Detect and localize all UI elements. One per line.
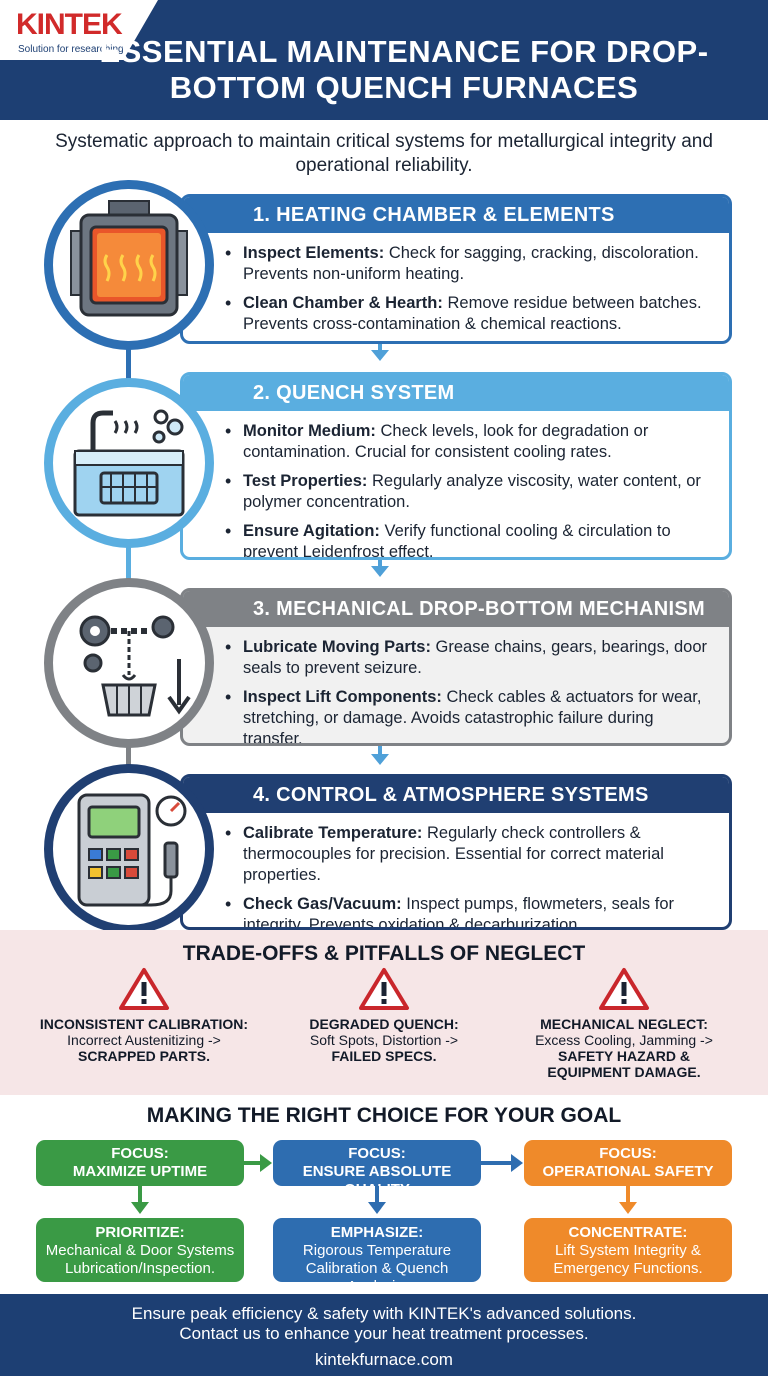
warning-icon bbox=[359, 968, 409, 1010]
furnace-chamber-icon bbox=[44, 180, 214, 350]
section-title: 3. MECHANICAL DROP-BOTTOM MECHANISM bbox=[183, 591, 729, 627]
timeline-line-1 bbox=[126, 330, 131, 390]
website-link[interactable]: kintekfurnace.com bbox=[315, 1350, 453, 1369]
quench-tank-icon bbox=[44, 378, 214, 548]
timeline-line-2 bbox=[126, 538, 131, 588]
section-mechanical-mechanism: 3. MECHANICAL DROP-BOTTOM MECHANISM Lubr… bbox=[180, 588, 732, 746]
intro-text: Systematic approach to maintain critical… bbox=[55, 131, 713, 176]
section-title: 4. CONTROL & ATMOSPHERE SYSTEMS bbox=[183, 777, 729, 813]
tradeoffs-section: TRADE-OFFS & PITFALLS OF NEGLECT INCONSI… bbox=[0, 930, 768, 1095]
timeline-line-3 bbox=[126, 742, 131, 782]
section-heating-chamber: 1. HEATING CHAMBER & ELEMENTS Inspect El… bbox=[180, 194, 732, 344]
bullet-item: Calibrate Temperature: Regularly check c… bbox=[225, 823, 713, 886]
control-panel-icon bbox=[44, 764, 214, 934]
gears-basket-icon bbox=[44, 578, 214, 748]
brand-logo[interactable]: KINTEK Solution for researching bbox=[0, 0, 158, 60]
bullet-item: Lubricate Moving Parts: Grease chains, g… bbox=[225, 637, 713, 679]
section-title: 2. QUENCH SYSTEM bbox=[183, 375, 729, 411]
concentrate-box: CONCENTRATE: Lift System Integrity & Eme… bbox=[524, 1218, 732, 1282]
prioritize-box: PRIORITIZE: Mechanical & Door Systems Lu… bbox=[36, 1218, 244, 1282]
tradeoffs-title: TRADE-OFFS & PITFALLS OF NEGLECT bbox=[182, 942, 586, 965]
bullet-item: Test Properties: Regularly analyze visco… bbox=[225, 471, 713, 513]
footer-line-2: Contact us to enhance your heat treatmen… bbox=[179, 1324, 589, 1343]
flow-arrow-icon bbox=[371, 566, 389, 577]
brand-name: KINTEK bbox=[16, 8, 123, 41]
arrow-right-icon bbox=[260, 1154, 272, 1172]
section-control-atmosphere: 4. CONTROL & ATMOSPHERE SYSTEMS Calibrat… bbox=[180, 774, 732, 930]
emphasize-box: EMPHASIZE: Rigorous Temperature Calibrat… bbox=[273, 1218, 481, 1295]
footer: Ensure peak efficiency & safety with KIN… bbox=[0, 1294, 768, 1376]
brand-tagline: Solution for researching bbox=[18, 44, 124, 55]
page-title: ESSENTIAL MAINTENANCE FOR DROP-BOTTOM QU… bbox=[99, 34, 709, 105]
bullet-item: Inspect Elements: Check for sagging, cra… bbox=[225, 243, 713, 285]
focus-quality-box: FOCUS: ENSURE ABSOLUTE QUALITY bbox=[273, 1140, 481, 1198]
bullet-item: Ensure Agitation: Verify functional cool… bbox=[225, 521, 713, 557]
arrow-down-icon bbox=[131, 1202, 149, 1214]
flow-arrow-icon bbox=[371, 754, 389, 765]
arrow-right-icon bbox=[511, 1154, 523, 1172]
arrow-down-icon bbox=[619, 1202, 637, 1214]
arrow-down-icon bbox=[368, 1202, 386, 1214]
tradeoff-item: DEGRADED QUENCH: Soft Spots, Distortion … bbox=[264, 966, 504, 1064]
flow-arrow-icon bbox=[371, 350, 389, 361]
tradeoff-item: MECHANICAL NEGLECT: Excess Cooling, Jamm… bbox=[504, 966, 744, 1080]
choice-title: MAKING THE RIGHT CHOICE FOR YOUR GOAL bbox=[146, 1104, 622, 1127]
tradeoff-item: INCONSISTENT CALIBRATION: Incorrect Aust… bbox=[24, 966, 264, 1064]
section-quench-system: 2. QUENCH SYSTEM Monitor Medium: Check l… bbox=[180, 372, 732, 560]
footer-line-1: Ensure peak efficiency & safety with KIN… bbox=[131, 1304, 637, 1323]
section-title: 1. HEATING CHAMBER & ELEMENTS bbox=[183, 197, 729, 233]
warning-icon bbox=[119, 968, 169, 1010]
bullet-item: Monitor Medium: Check levels, look for d… bbox=[225, 421, 713, 463]
header-banner: KINTEK Solution for researching ESSENTIA… bbox=[0, 0, 768, 120]
focus-safety-box: FOCUS: OPERATIONAL SAFETY bbox=[524, 1140, 732, 1186]
bullet-item: Inspect Lift Components: Check cables & … bbox=[225, 687, 713, 743]
warning-icon bbox=[599, 968, 649, 1010]
focus-uptime-box: FOCUS: MAXIMIZE UPTIME bbox=[36, 1140, 244, 1186]
bullet-item: Clean Chamber & Hearth: Remove residue b… bbox=[225, 293, 713, 335]
bullet-item: Check Gas/Vacuum: Inspect pumps, flowmet… bbox=[225, 894, 713, 927]
